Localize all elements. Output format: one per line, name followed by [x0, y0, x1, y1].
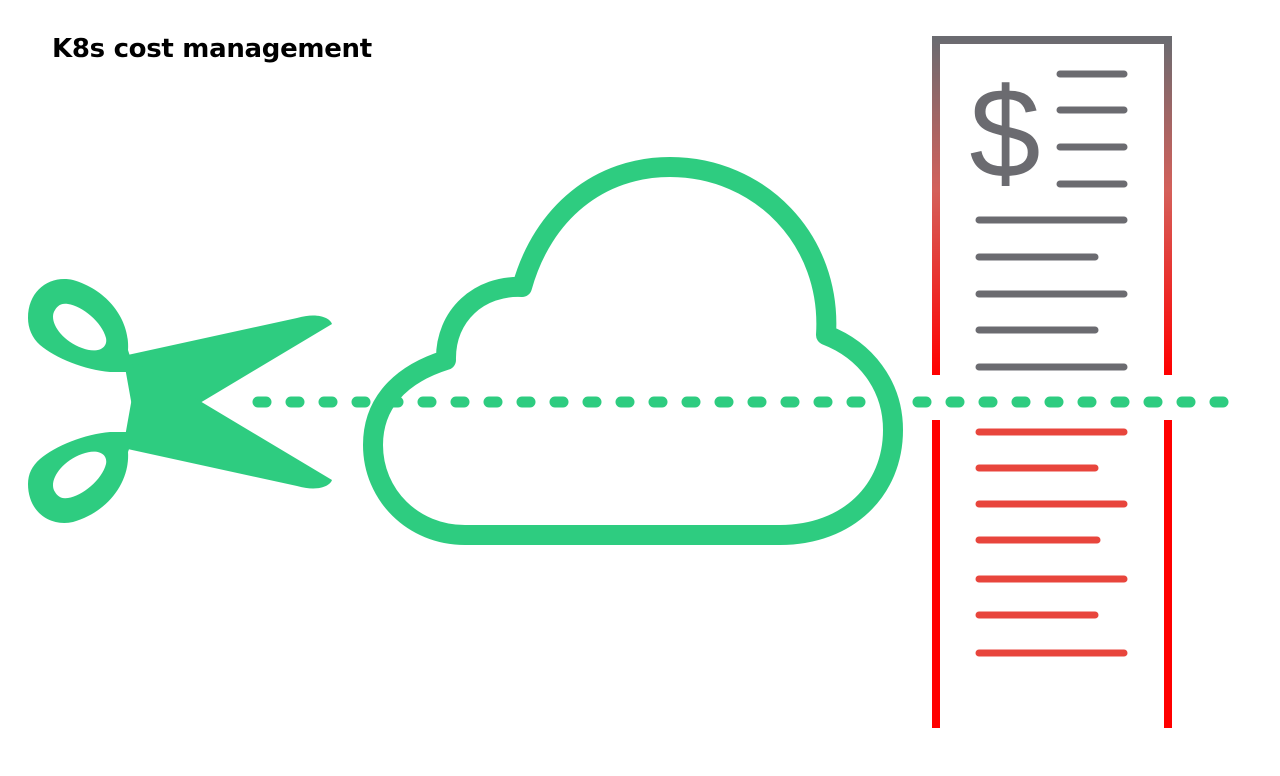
receipt-frame	[932, 36, 1172, 375]
dollar-sign: $	[969, 62, 1040, 205]
scissors-pivot	[160, 386, 192, 418]
cloud-icon	[363, 157, 903, 545]
receipt-icon: $	[932, 36, 1172, 728]
receipt-frame-bottom	[932, 420, 1172, 728]
receipt-lines-gray	[975, 70, 1128, 371]
scissors-handle-lower	[28, 432, 135, 523]
scissors-icon	[28, 279, 332, 523]
scissors-handle-upper	[28, 279, 135, 372]
page-title: K8s cost management	[52, 34, 372, 64]
receipt-lines-red	[975, 428, 1128, 657]
